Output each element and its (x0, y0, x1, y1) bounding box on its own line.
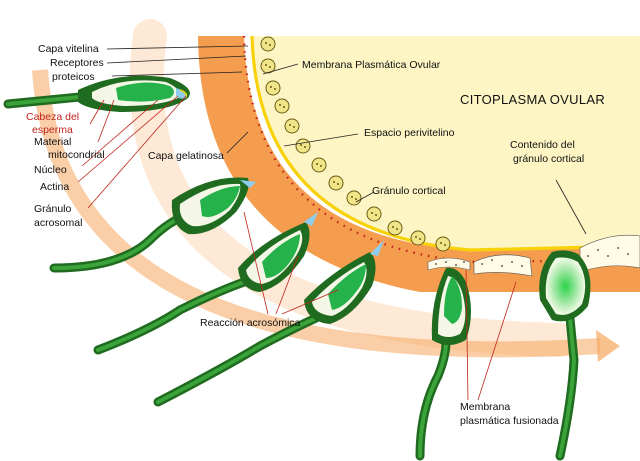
label-membrana-plasmatica: Membrana Plasmática Ovular (302, 59, 441, 71)
label-capa-vitelina: Capa vitelina (38, 43, 99, 55)
label-membrana-fusionada-1: Membrana (460, 401, 510, 413)
sperm-2 (49, 177, 256, 273)
released-granule-content (427, 234, 640, 277)
label-cabeza-2: esperma (32, 124, 73, 136)
label-material-1: Material (34, 136, 71, 148)
sperm-6 (539, 250, 591, 461)
label-granulo-acrosomal-2: acrosomal (34, 217, 82, 229)
sperm-1 (3, 75, 190, 112)
label-material-2: mitocondrial (48, 149, 105, 161)
label-granulo-acrosomal-1: Gránulo (34, 203, 72, 215)
label-receptores-2: proteicos (52, 71, 95, 83)
sperm-3 (93, 212, 318, 355)
sperm-5 (415, 267, 471, 461)
label-receptores-1: Receptores (50, 57, 104, 69)
cortical-granules (260, 36, 451, 252)
sperm-4 (153, 240, 384, 407)
label-espacio-perivitelino: Espacio perivitelino (364, 127, 455, 139)
label-granulo-cortical: Gránulo cortical (372, 185, 446, 197)
label-contenido-1: Contenido del (510, 139, 575, 151)
leader-lines-red (77, 95, 517, 401)
label-cabeza-1: Cabeza del (26, 111, 79, 123)
progression-arrowhead (596, 330, 620, 362)
granule-dots (265, 42, 446, 246)
label-membrana-fusionada-2: plasmática fusionada (460, 415, 559, 427)
vitelline-layer (242, 35, 640, 264)
label-reaccion-acrosomica: Reacción acrosómica (200, 317, 301, 329)
egg-plasma-membrane (250, 35, 640, 252)
progression-arrow (32, 69, 601, 358)
label-nucleo: Núcleo (34, 164, 67, 176)
cytoplasm-title: CITOPLASMA OVULAR (460, 92, 605, 107)
label-contenido-2: gránulo cortical (513, 153, 584, 165)
leader-lines-black (106, 45, 587, 235)
label-capa-gelatinosa: Capa gelatinosa (148, 150, 224, 162)
label-actina: Actina (40, 181, 69, 193)
